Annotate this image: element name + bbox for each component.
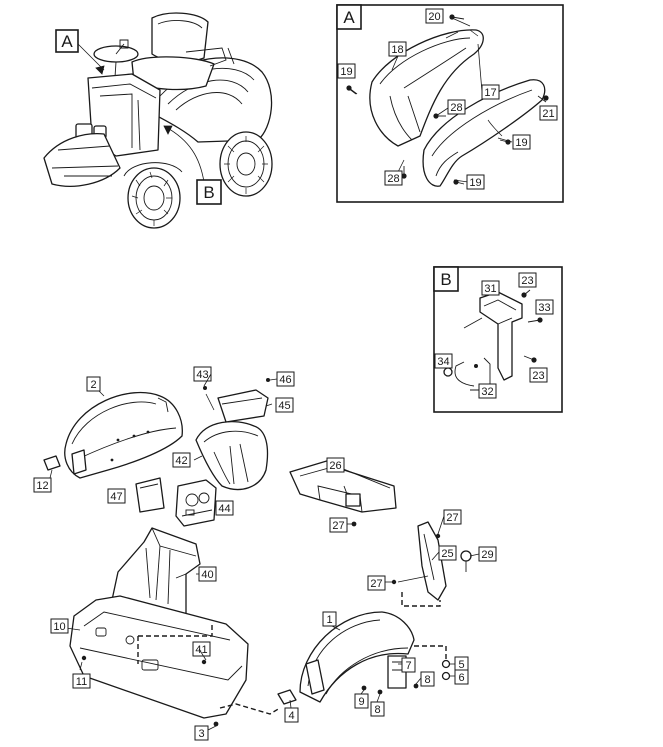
front-bumper [65,595,249,719]
label-28-upper: 28 [450,102,462,114]
view-a-callout: A [61,32,73,51]
detail-view-a: A [336,4,564,203]
label-5: 5 [458,659,464,671]
label-28-lower: 28 [387,173,399,185]
label-32: 32 [481,386,493,398]
view-b-callout: B [203,183,214,202]
label-10: 10 [53,621,65,633]
label-19-upper: 19 [340,66,352,78]
label-27-mid: 27 [332,520,344,532]
switch-panels [135,477,222,527]
label-29: 29 [481,549,493,561]
view-a-title: A [343,8,355,27]
view-b-title: B [440,270,451,289]
label-44: 44 [218,503,230,515]
fender-right [299,611,451,703]
label-45: 45 [278,400,290,412]
label-1: 1 [326,614,332,626]
label-42: 42 [175,455,187,467]
label-7: 7 [405,660,411,672]
label-18: 18 [391,44,403,56]
side-bracket [391,521,472,607]
label-23-lower: 23 [532,370,544,382]
label-4: 4 [288,710,294,722]
fender-left [43,387,183,479]
label-47: 47 [110,491,122,503]
part-labels: 20 18 19 17 28 21 19 28 19 23 31 33 34 2… [33,8,558,741]
label-41: 41 [195,644,207,656]
label-6: 6 [458,672,464,684]
label-33: 33 [538,302,550,314]
label-43: 43 [196,369,208,381]
label-19-lower: 19 [469,177,481,189]
leader-lines [198,373,480,731]
label-11: 11 [76,676,87,688]
label-40: 40 [201,569,213,581]
label-8-left: 8 [374,704,380,716]
view-a-bolts [346,14,549,185]
label-8-right: 8 [424,674,430,686]
label-27-lower: 27 [370,578,382,590]
tractor-overview: A B [43,12,273,229]
label-46: 46 [279,374,291,386]
label-34: 34 [437,356,449,368]
label-21: 21 [542,108,554,120]
dash-cover [193,378,273,491]
label-3: 3 [198,728,204,740]
label-26: 26 [329,460,341,472]
label-9: 9 [358,696,364,708]
label-27-upper: 27 [446,512,458,524]
label-25: 25 [441,548,453,560]
label-2: 2 [90,379,96,391]
label-12: 12 [36,480,48,492]
label-20: 20 [428,11,440,23]
label-19-mid: 19 [515,137,527,149]
label-23-upper: 23 [521,275,533,287]
label-31: 31 [484,283,496,295]
label-17: 17 [484,87,496,99]
